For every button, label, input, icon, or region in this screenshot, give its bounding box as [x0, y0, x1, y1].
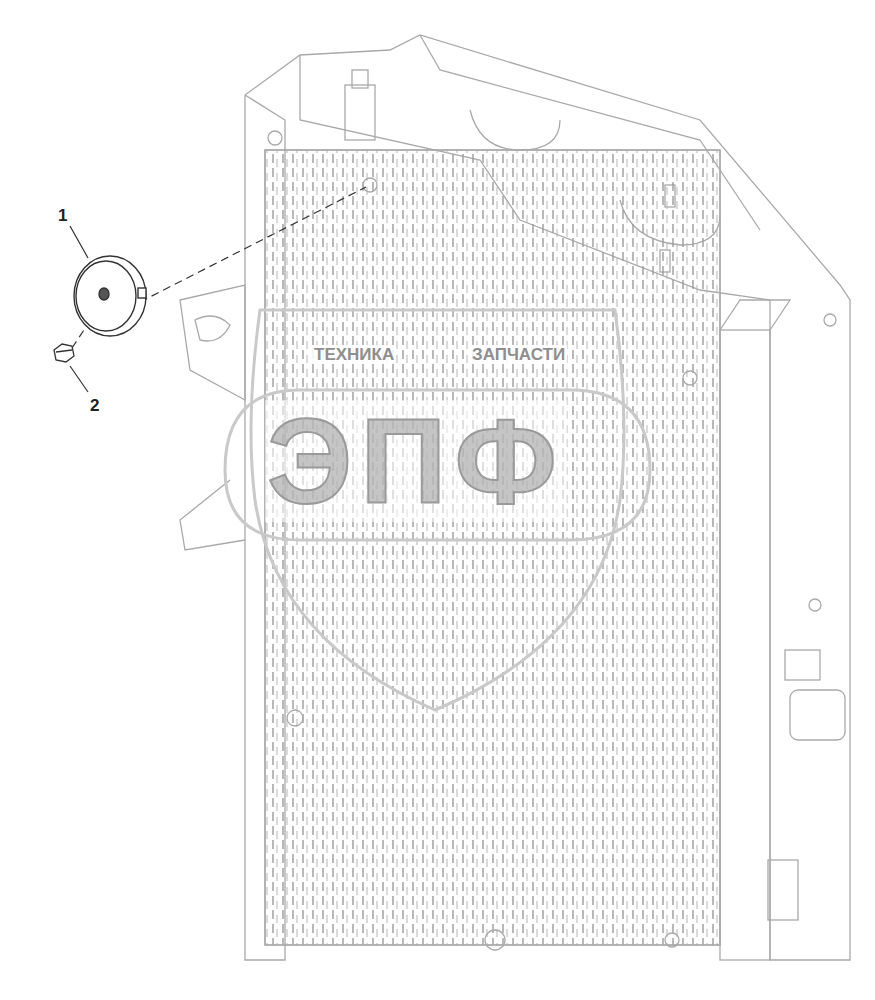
watermark-text: ЗАПЧАСТИ — [470, 345, 567, 364]
watermark-logo: ЭПФ — [265, 400, 567, 522]
callout-number: 1 — [56, 206, 69, 225]
watermark-text: ТЕХНИКА — [312, 345, 396, 364]
callout-number: 2 — [88, 396, 101, 415]
